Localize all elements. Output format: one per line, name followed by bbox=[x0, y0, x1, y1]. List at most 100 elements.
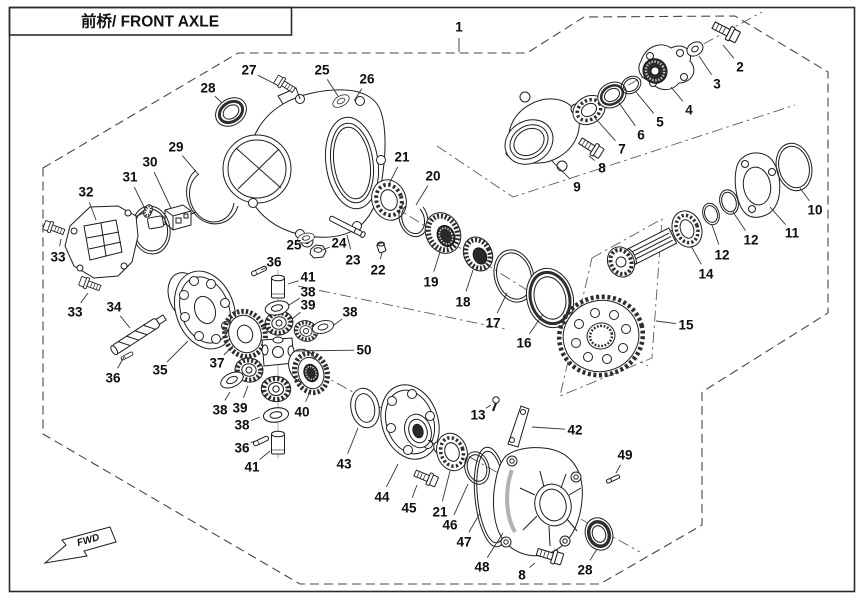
part-17-o-ring bbox=[493, 249, 535, 303]
part-11-gasket bbox=[734, 152, 781, 218]
callout-leader-27 bbox=[257, 74, 278, 86]
callout-38: 38 bbox=[342, 305, 358, 320]
callout-20: 20 bbox=[425, 169, 440, 184]
title-block: 前桥/ FRONT AXLE bbox=[8, 6, 293, 36]
part-33-bolt-b bbox=[77, 275, 103, 294]
callout-leader-29 bbox=[181, 155, 199, 175]
callout-leader-40 bbox=[305, 393, 310, 402]
callout-44: 44 bbox=[374, 490, 390, 505]
callout-leader-41 bbox=[259, 450, 271, 461]
callout-29: 29 bbox=[168, 140, 183, 155]
part-28-oil-seal-top bbox=[215, 97, 247, 127]
callout-leader-41 bbox=[287, 280, 299, 285]
callout-30: 30 bbox=[142, 155, 157, 170]
callout-leader-24 bbox=[321, 246, 330, 251]
callout-leader-39 bbox=[291, 311, 301, 320]
callout-31: 31 bbox=[122, 170, 138, 185]
callout-leader-5 bbox=[635, 91, 655, 114]
part-13-screw bbox=[491, 396, 500, 412]
callout-leader-28 bbox=[214, 95, 223, 104]
callout-leader-47 bbox=[468, 512, 481, 533]
callout-leader-39 bbox=[242, 385, 249, 398]
callout-leader-45 bbox=[411, 484, 418, 498]
callout-33: 33 bbox=[67, 305, 83, 320]
callout-leader-32 bbox=[88, 202, 97, 221]
callout-leader-15 bbox=[655, 320, 677, 324]
part-36-pin-bottom bbox=[252, 435, 270, 447]
part-41-cylinder-top bbox=[271, 274, 285, 299]
callout-38: 38 bbox=[212, 403, 228, 418]
callout-leader-50 bbox=[294, 349, 355, 352]
section-lines bbox=[167, 11, 796, 553]
callout-leader-28 bbox=[589, 548, 598, 561]
callout-leader-44 bbox=[385, 463, 399, 488]
callout-leader-46 bbox=[453, 483, 469, 516]
callout-27: 27 bbox=[241, 63, 256, 78]
callout-leader-16 bbox=[529, 313, 544, 335]
part-21-bearing-bottom bbox=[436, 432, 468, 472]
callout-leader-25 bbox=[326, 79, 339, 97]
callout-33: 33 bbox=[50, 250, 66, 265]
callout-12: 12 bbox=[743, 233, 758, 248]
callout-leader-21 bbox=[441, 470, 451, 502]
part-40-side-gear-hub bbox=[288, 348, 331, 396]
callout-leader-49 bbox=[615, 464, 621, 474]
callout-9: 9 bbox=[573, 180, 581, 195]
callout-leader-19 bbox=[433, 251, 441, 272]
callout-25: 25 bbox=[286, 238, 302, 253]
callout-leader-14 bbox=[690, 245, 702, 265]
callout-32: 32 bbox=[78, 185, 93, 200]
callout-45: 45 bbox=[401, 501, 417, 516]
callout-28: 28 bbox=[200, 81, 216, 96]
callout-leader-7 bbox=[595, 118, 616, 141]
callout-leader-22 bbox=[379, 252, 383, 260]
callout-leader-42 bbox=[531, 426, 566, 430]
part-38-washer-bottom bbox=[262, 405, 290, 425]
callout-16: 16 bbox=[516, 336, 532, 351]
part-24-plug bbox=[309, 244, 327, 259]
callout-leader-8 bbox=[529, 562, 536, 568]
callout-leader-12 bbox=[711, 224, 720, 245]
callout-42: 42 bbox=[567, 423, 582, 438]
part-10-o-ring bbox=[775, 142, 813, 192]
callout-28: 28 bbox=[577, 563, 593, 578]
callout-7: 7 bbox=[618, 142, 626, 157]
callout-48: 48 bbox=[474, 560, 490, 575]
callout-leader-33 bbox=[80, 292, 89, 304]
callout-13: 13 bbox=[470, 408, 486, 423]
callout-50: 50 bbox=[356, 343, 371, 358]
callout-38: 38 bbox=[300, 285, 316, 300]
part-41-cylinder-bottom bbox=[271, 430, 285, 455]
callout-36: 36 bbox=[266, 255, 282, 270]
callout-21: 21 bbox=[394, 150, 410, 165]
callout-39: 39 bbox=[232, 401, 247, 416]
callout-4: 4 bbox=[685, 103, 693, 118]
part-22-plug bbox=[376, 241, 387, 254]
callout-leader-10 bbox=[799, 187, 810, 202]
callout-leader-20 bbox=[415, 185, 429, 206]
part-4-drive-flange bbox=[638, 44, 695, 90]
callout-leader-3 bbox=[698, 55, 712, 75]
callout-leader-38 bbox=[224, 391, 231, 401]
part-21-bearing-mid bbox=[371, 179, 407, 221]
callout-49: 49 bbox=[617, 448, 632, 463]
callout-leader-35 bbox=[166, 340, 189, 363]
part-33-bolt-a bbox=[41, 219, 67, 238]
part-19-coupling-sleeve bbox=[424, 212, 462, 254]
callout-leader-8 bbox=[588, 155, 595, 161]
callout-leader-30 bbox=[153, 171, 172, 209]
callout-40: 40 bbox=[294, 405, 309, 420]
callout-41: 41 bbox=[244, 460, 260, 475]
callout-46: 46 bbox=[442, 518, 458, 533]
callout-leader-9 bbox=[550, 159, 571, 180]
callout-leader-6 bbox=[616, 99, 636, 127]
callout-8: 8 bbox=[598, 161, 606, 176]
callout-leader-11 bbox=[769, 206, 786, 225]
callout-35: 35 bbox=[152, 363, 168, 378]
callout-17: 17 bbox=[485, 316, 500, 331]
callout-leader-23 bbox=[346, 234, 352, 250]
callout-leader-37 bbox=[223, 344, 235, 356]
part-20-snap-ring bbox=[398, 202, 429, 238]
